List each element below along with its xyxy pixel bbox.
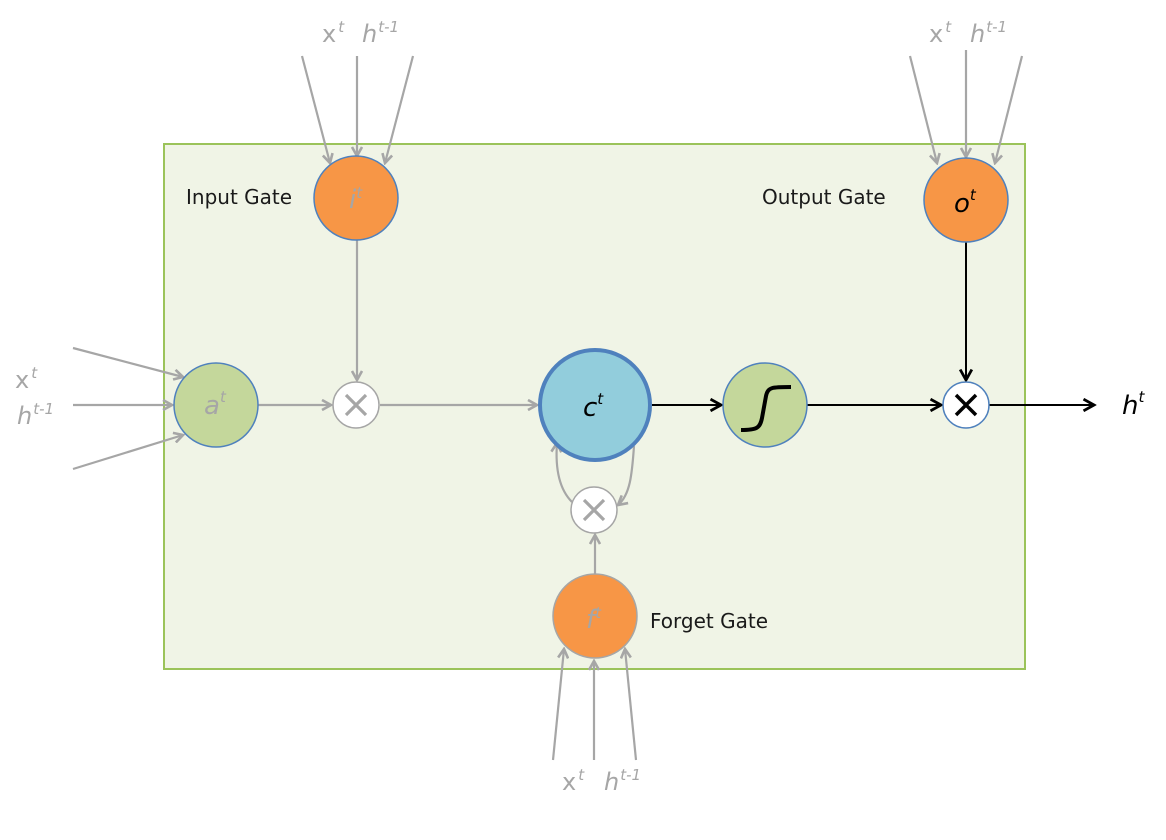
input-gate-arrow-x	[300, 55, 330, 163]
forget-gate-arrow-h	[625, 649, 638, 761]
arrow-cell-to-forget-multiply	[618, 445, 636, 505]
block-input-node: at	[173, 362, 259, 448]
output-gate-arrow-h	[995, 55, 1024, 163]
forget-gate-h-label: ht-1	[604, 766, 641, 796]
block-input-arrow-bottom	[72, 435, 183, 471]
multiply-icon	[582, 498, 606, 522]
multiply-icon	[344, 393, 368, 417]
input-multiply-node	[332, 381, 380, 429]
forget-gate-label: Forget Gate	[650, 609, 768, 633]
block-input-arrow-top	[72, 346, 183, 377]
forget-multiply-node	[570, 486, 618, 534]
input-gate-symbol: it	[349, 184, 363, 215]
arrow-forget-multiply-to-cell	[557, 443, 573, 503]
forget-gate-node: ft	[552, 573, 638, 659]
output-multiply-node	[942, 381, 990, 429]
output-gate-label: Output Gate	[762, 185, 886, 209]
output-gate-h-label: ht-1	[970, 18, 1007, 48]
tanh-activation-node	[722, 362, 808, 448]
input-gate-label: Input Gate	[186, 185, 292, 209]
cell-state-node: ct	[538, 348, 652, 462]
output-gate-node: ot	[923, 157, 1009, 243]
cell-state-symbol: ct	[583, 390, 604, 423]
output-gate-arrow-x	[908, 55, 937, 163]
output-gate-symbol: ot	[954, 186, 977, 219]
sigmoid-curve-icon	[740, 385, 792, 432]
input-gate-node: it	[313, 155, 399, 241]
forget-gate-arrow-x	[551, 649, 564, 761]
multiply-icon	[954, 393, 978, 417]
input-gate-arrow-h	[385, 55, 415, 163]
block-input-symbol: at	[204, 388, 227, 421]
block-input-h-label: ht-1	[17, 400, 54, 430]
input-gate-h-label: ht-1	[362, 18, 399, 48]
output-h-label: ht	[1122, 388, 1145, 421]
